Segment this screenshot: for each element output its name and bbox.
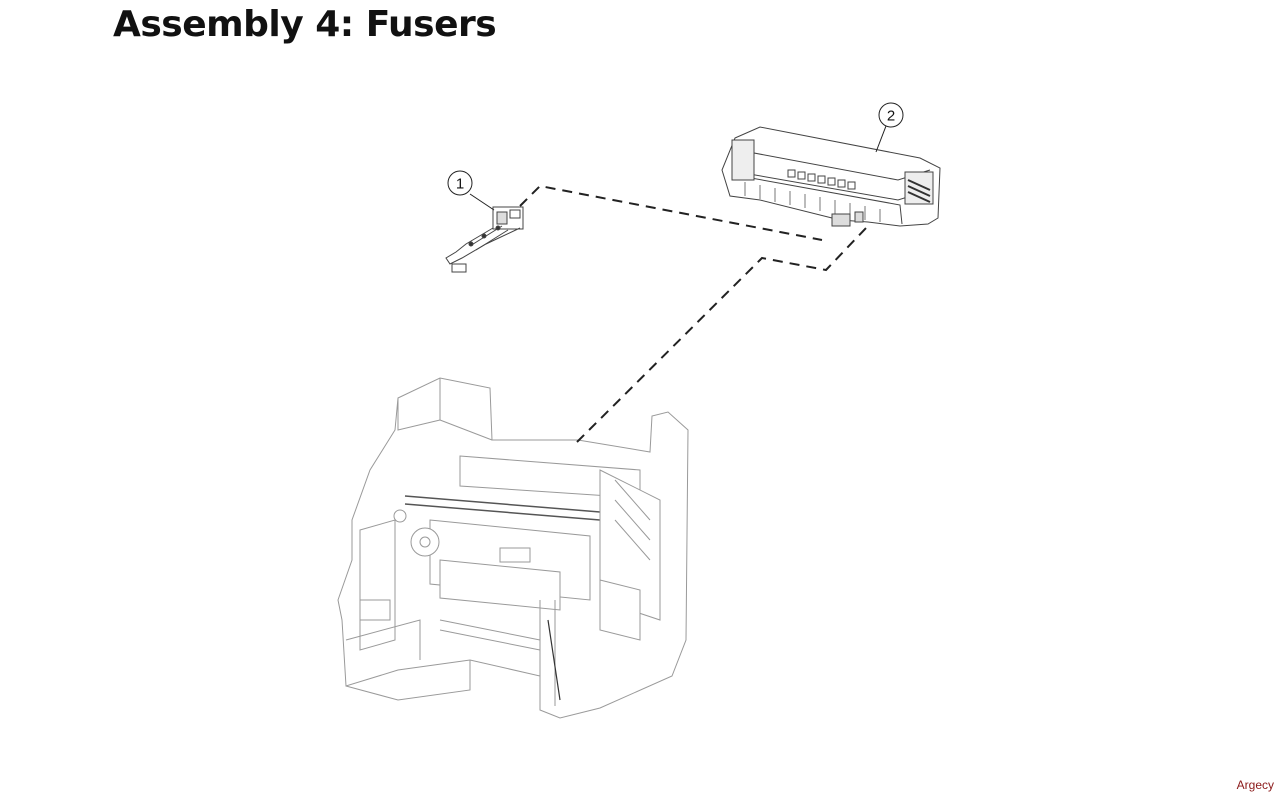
part-1-sensor-assembly xyxy=(445,206,524,273)
leader-line-part-1 xyxy=(519,184,823,241)
callout-2: 2 xyxy=(875,102,904,153)
printer-frame xyxy=(337,377,689,719)
leader-lines xyxy=(519,184,867,443)
page-title: Assembly 4: Fusers xyxy=(113,4,497,45)
callout-1: 1 xyxy=(447,170,495,211)
part-2-fuser-unit xyxy=(721,126,941,227)
leader-line-frame xyxy=(576,227,867,443)
callout-1-number: 1 xyxy=(456,176,464,193)
watermark: Argecy xyxy=(1236,778,1274,792)
callout-2-number: 2 xyxy=(887,108,895,125)
